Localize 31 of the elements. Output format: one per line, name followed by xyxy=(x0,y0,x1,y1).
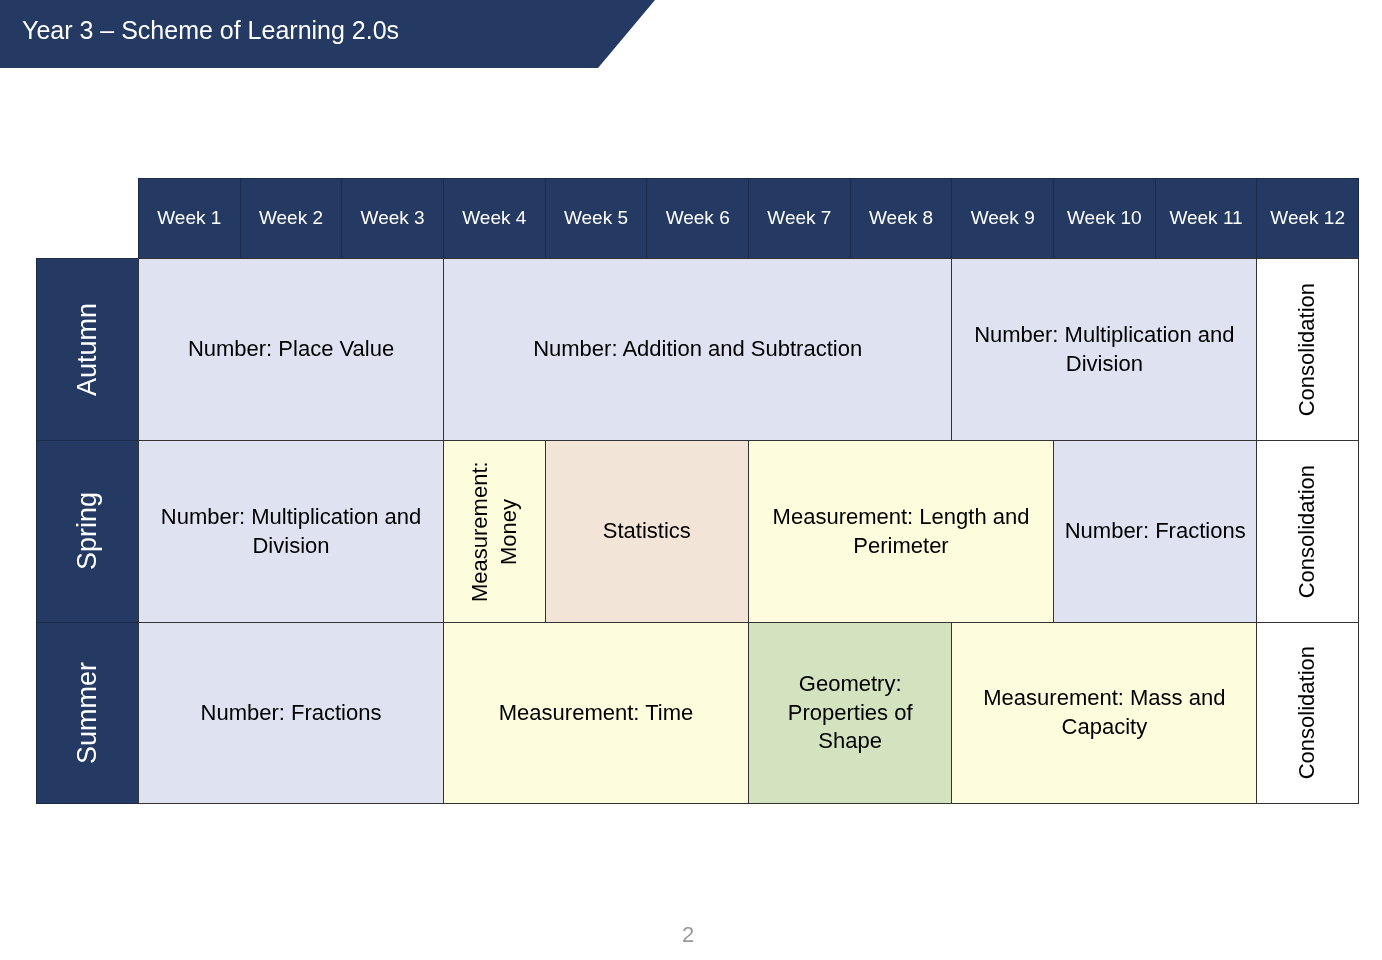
topic-block: Number: Addition and Subtraction xyxy=(443,258,953,441)
topic-block: Number: Multiplication and Division xyxy=(951,258,1258,441)
week-header: Week 7 xyxy=(748,178,851,259)
topic-block: Number: Fractions xyxy=(138,622,444,804)
topic-block: Number: Fractions xyxy=(1053,440,1258,623)
topic-block: Number: Place Value xyxy=(138,258,444,441)
topic-block: Geometry: Properties of Shape xyxy=(748,622,953,804)
topic-block: Measurement: Money xyxy=(443,440,546,623)
week-header: Week 9 xyxy=(951,178,1054,259)
week-header: Week 5 xyxy=(544,178,648,259)
topic-block: Number: Multiplication and Division xyxy=(138,440,444,623)
week-header: Week 11 xyxy=(1154,178,1258,259)
week-header: Week 3 xyxy=(341,178,444,259)
week-header: Week 12 xyxy=(1256,178,1359,259)
topic-block: Statistics xyxy=(544,440,749,623)
page-number: 2 xyxy=(682,922,695,948)
week-header: Week 4 xyxy=(443,178,546,259)
topic-block: Measurement: Length and Perimeter xyxy=(748,440,1054,623)
season-header: Summer xyxy=(36,622,139,804)
week-header: Week 10 xyxy=(1053,178,1156,259)
week-header: Week 8 xyxy=(849,178,953,259)
week-header: Week 2 xyxy=(239,178,343,259)
page-title: Year 3 – Scheme of Learning 2.0s xyxy=(22,16,400,45)
week-header: Week 6 xyxy=(646,178,749,259)
topic-block: Measurement: Mass and Capacity xyxy=(951,622,1258,804)
week-header: Week 1 xyxy=(138,178,241,259)
season-header: Spring xyxy=(36,440,139,623)
season-header: Autumn xyxy=(36,258,139,441)
topic-block: Consolidation xyxy=(1256,258,1359,441)
topic-block: Consolidation xyxy=(1256,622,1359,804)
topic-block: Measurement: Time xyxy=(443,622,749,804)
